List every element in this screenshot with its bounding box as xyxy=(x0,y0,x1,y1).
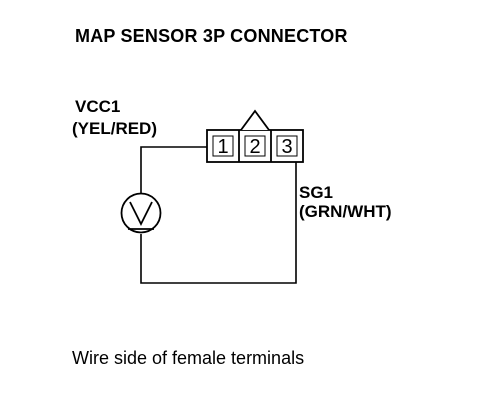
pin-number-2: 2 xyxy=(249,136,260,158)
vcc1-label: VCC1 xyxy=(75,97,121,116)
diagram-caption: Wire side of female terminals xyxy=(72,348,305,368)
voltmeter-v-glyph xyxy=(129,201,153,227)
voltmeter-circle xyxy=(120,192,162,234)
sg1-wire-color-label: (GRN/WHT) xyxy=(299,202,392,221)
pin-number-3: 3 xyxy=(281,136,292,158)
vcc1-wire-color-label: (YEL/RED) xyxy=(72,119,157,138)
sg1-label: SG1 xyxy=(299,183,334,202)
vcc1-wire xyxy=(140,146,207,193)
pin-cavity-2 xyxy=(244,135,266,157)
diagram-title: MAP SENSOR 3P CONNECTOR xyxy=(75,26,348,46)
connector-lock-tab xyxy=(240,109,270,131)
pin-cavity-1 xyxy=(212,135,234,157)
pin-cavity-3 xyxy=(276,135,298,157)
ground-return-wire xyxy=(140,162,297,284)
connector-3p: 1 2 3 xyxy=(206,109,304,163)
connector-body xyxy=(206,129,304,163)
pin-number-1: 1 xyxy=(217,136,228,158)
voltmeter-icon xyxy=(120,192,162,234)
